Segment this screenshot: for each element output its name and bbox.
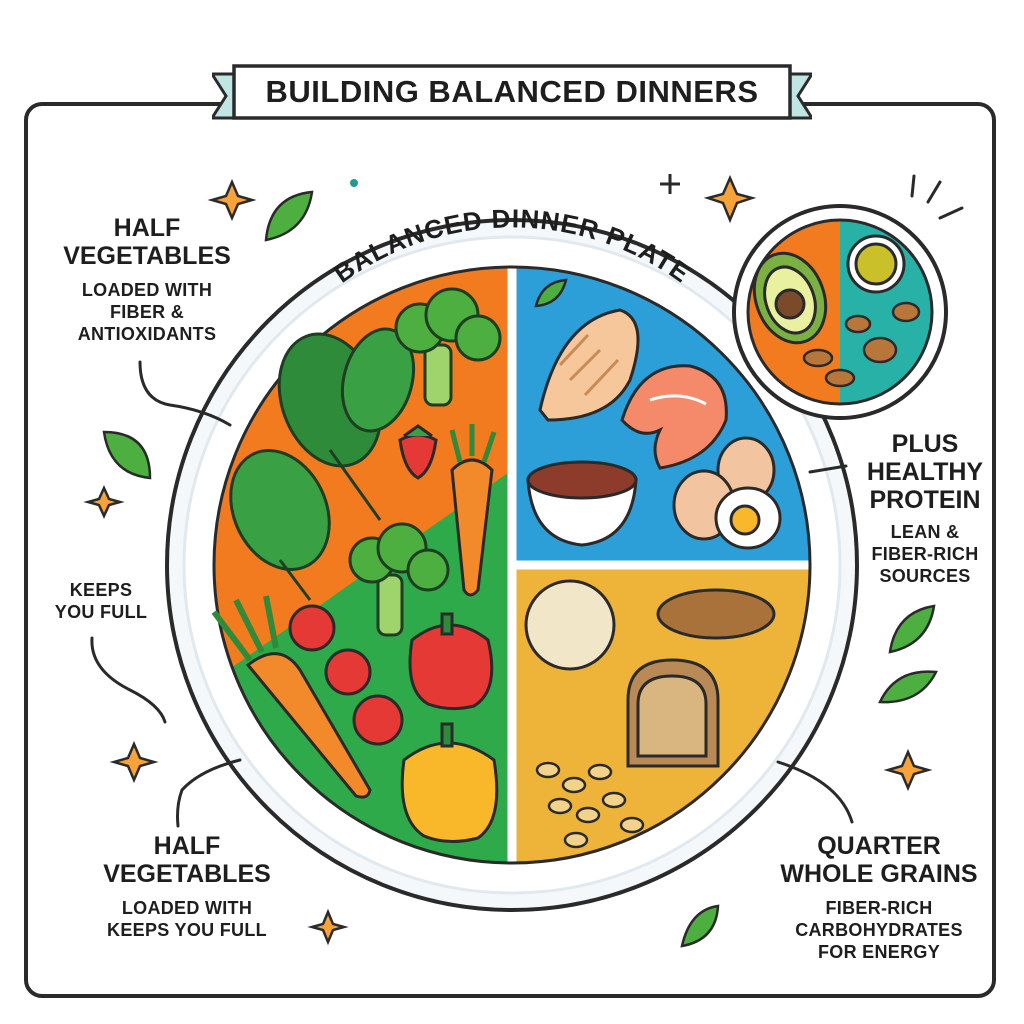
label-top-left-sub-1: LOADED WITH <box>81 280 213 300</box>
label-middle-left: KEEPS YOU FULL <box>36 580 166 622</box>
label-top-left-head-1: HALF <box>113 214 181 242</box>
red-bell-pepper <box>408 612 494 711</box>
label-bottom-right-sub-2: CARBOHYDRATES <box>795 920 963 941</box>
label-bottom-left-sub-2: KEEPS YOU FULL <box>107 920 267 941</box>
label-right-protein-sub-2: FIBER-RICH <box>871 544 979 565</box>
sparkle-icon <box>83 174 933 946</box>
label-top-left-sub-3: ANTIOXIDANTS <box>77 324 217 345</box>
tomatoes <box>288 604 404 746</box>
label-bottom-left-head-2: VEGETABLES <box>103 860 271 888</box>
label-top-left: HALF VEGETABLES LOADED WITH FIBER & ANTI… <box>42 214 252 344</box>
label-top-left-sub-2: FIBER & <box>109 302 185 323</box>
plus-icon <box>660 174 680 194</box>
label-bottom-right-head-2: WHOLE GRAINS <box>780 860 978 888</box>
shine-lines <box>910 174 964 220</box>
avocado-icon <box>752 251 828 345</box>
leaf-icon <box>102 190 938 948</box>
yellow-bell-pepper <box>400 722 499 843</box>
oats-pile <box>535 761 645 849</box>
label-right-protein-head-3: PROTEIN <box>869 486 981 514</box>
carrot-right <box>449 424 497 597</box>
label-top-left-head-2: VEGETABLES <box>63 242 231 270</box>
carrot-left <box>211 595 372 799</box>
nuts-icon <box>802 301 921 388</box>
salmon-fillet <box>620 364 728 470</box>
banner-title: BUILDING BALANCED DINNERS <box>265 74 759 109</box>
beans-bowl <box>526 460 638 547</box>
eggs <box>672 436 782 550</box>
label-middle-left-line-1: KEEPS <box>69 580 133 600</box>
chicken-breast <box>538 308 640 422</box>
connector-lines <box>90 360 854 828</box>
label-bottom-right-head-1: QUARTER <box>817 832 941 860</box>
label-bottom-right-sub-1: FIBER-RICH <box>825 898 933 918</box>
label-right-protein: PLUS HEALTHY PROTEIN LEAN & FIBER-RICH S… <box>850 430 1000 586</box>
label-right-protein-sub-3: SOURCES <box>879 566 971 587</box>
teal-dot <box>350 179 358 187</box>
label-bottom-right-sub-3: FOR ENERGY <box>817 942 940 963</box>
label-bottom-left: HALF VEGETABLES LOADED WITH KEEPS YOU FU… <box>72 832 302 940</box>
oil-bowl-icon <box>846 234 906 294</box>
spinach-leaves <box>229 327 415 601</box>
whole-grain-toast <box>626 658 720 768</box>
brown-rice-pile <box>656 588 776 640</box>
label-right-protein-head-2: HEALTHY <box>866 458 984 486</box>
strawberry <box>398 424 438 480</box>
label-bottom-left-sub-1: LOADED WITH <box>121 898 253 918</box>
label-right-protein-head-1: PLUS <box>891 430 959 458</box>
title-banner <box>212 64 812 120</box>
quinoa-pile <box>524 579 616 671</box>
label-middle-left-line-2: YOU FULL <box>54 602 148 623</box>
broccoli-middle <box>348 522 450 637</box>
broccoli-top <box>394 287 502 407</box>
label-bottom-left-head-1: HALF <box>153 832 221 860</box>
label-bottom-right: QUARTER WHOLE GRAINS FIBER-RICH CARBOHYD… <box>764 832 994 962</box>
label-right-protein-sub-1: LEAN & <box>890 522 960 542</box>
